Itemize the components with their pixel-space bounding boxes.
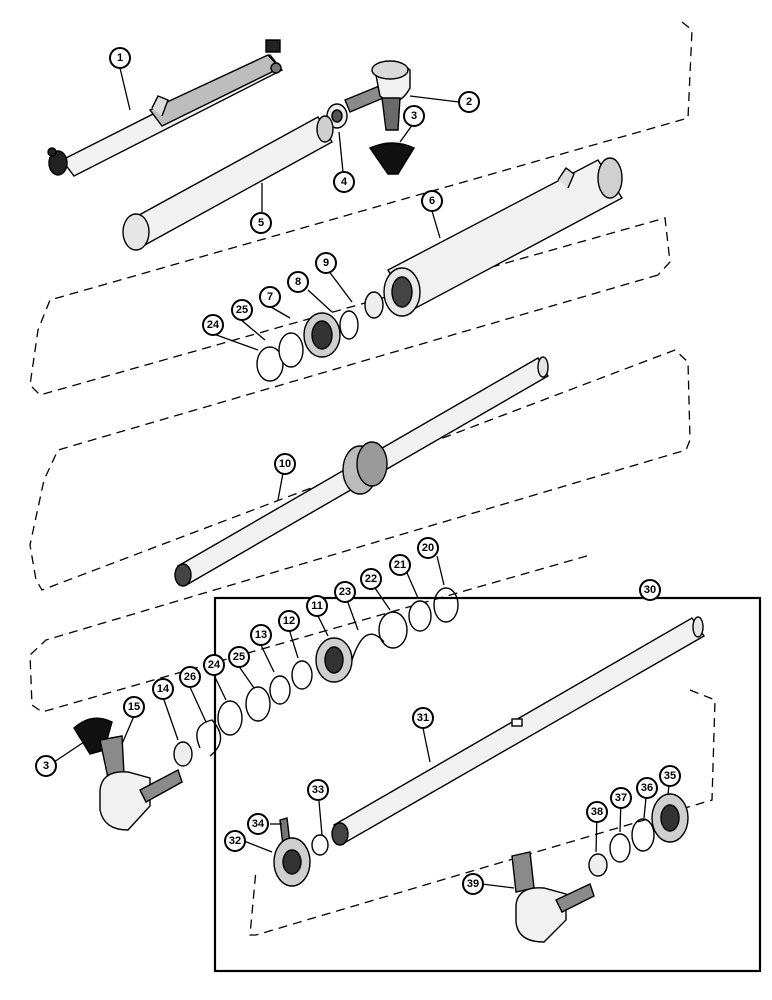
callout-25-upper-label: 25 (236, 304, 248, 316)
callout-9-label: 9 (323, 257, 329, 269)
callout-5-label: 5 (258, 217, 264, 229)
callout-21: 21 (389, 554, 411, 576)
callout-37: 37 (610, 787, 632, 809)
part-31-rod (331, 616, 705, 846)
leader-lines (53, 67, 671, 889)
callout-6: 6 (421, 190, 443, 212)
callout-1: 1 (109, 47, 131, 69)
parts-32-33-34 (273, 817, 329, 887)
callout-26: 26 (179, 666, 201, 688)
callout-2: 2 (458, 91, 480, 113)
callout-22: 22 (360, 568, 382, 590)
callout-12: 12 (278, 610, 300, 632)
callout-24-lower: 24 (203, 654, 225, 676)
callout-4-label: 4 (341, 176, 348, 188)
callout-39-label: 39 (467, 878, 479, 890)
callout-12-label: 12 (283, 615, 295, 627)
callout-32: 32 (224, 830, 246, 852)
callout-35-label: 35 (664, 770, 676, 782)
callout-20-label: 20 (422, 542, 434, 554)
callout-1-label: 1 (117, 52, 123, 64)
callout-15: 15 (123, 696, 145, 718)
callout-33-label: 33 (312, 784, 324, 796)
callout-24-upper-label: 24 (207, 319, 220, 331)
callout-8: 8 (287, 271, 309, 293)
callout-36: 36 (636, 777, 658, 799)
callout-3-top: 3 (403, 105, 425, 127)
part-10-piston-rod (174, 356, 549, 587)
callout-14: 14 (152, 678, 174, 700)
callout-23-label: 23 (339, 586, 351, 598)
callout-10: 10 (274, 453, 296, 475)
callout-30-label: 30 (644, 584, 656, 596)
callout-14-label: 14 (157, 683, 170, 695)
callout-30: 30 (639, 579, 661, 601)
callout-2-label: 2 (466, 96, 472, 108)
part-6-cylinder-barrel (383, 157, 623, 317)
callout-32-label: 32 (229, 835, 241, 847)
callout-24-lower-label: 24 (208, 659, 221, 671)
callout-39: 39 (462, 873, 484, 895)
callout-5: 5 (250, 212, 272, 234)
callout-6-label: 6 (429, 195, 435, 207)
callout-22-label: 22 (365, 573, 377, 585)
callout-26-label: 26 (184, 671, 196, 683)
callout-35: 35 (659, 765, 681, 787)
kit-30-boundary (213, 596, 762, 973)
parts-35-to-39 (511, 793, 689, 943)
callout-13-label: 13 (255, 629, 267, 641)
callout-23: 23 (334, 581, 356, 603)
callout-4: 4 (333, 171, 355, 193)
part-1-steering-cylinder-assembly (47, 39, 284, 177)
callout-3-top-label: 3 (411, 110, 417, 122)
callout-34-label: 34 (252, 818, 265, 830)
callout-31-label: 31 (417, 712, 429, 724)
upper-seal-stack (256, 291, 384, 382)
callout-13: 13 (250, 624, 272, 646)
callout-31: 31 (412, 707, 434, 729)
lower-seal-stack (173, 587, 459, 767)
callout-9: 9 (315, 252, 337, 274)
callout-24-upper: 24 (202, 314, 224, 336)
part-3-dust-boot-top (368, 142, 416, 175)
callout-21-label: 21 (394, 559, 406, 571)
callout-11-label: 11 (311, 600, 323, 612)
callout-7: 7 (259, 286, 281, 308)
callout-20: 20 (417, 537, 439, 559)
callout-15-label: 15 (128, 701, 140, 713)
callout-38-label: 38 (591, 806, 603, 818)
callout-3-lower-label: 3 (43, 760, 49, 772)
part-5-cylinder-tube (122, 115, 334, 251)
callout-25-lower-label: 25 (233, 651, 245, 663)
callout-33: 33 (307, 779, 329, 801)
callout-10-label: 10 (279, 458, 291, 470)
callout-3-lower: 3 (35, 755, 57, 777)
callout-38: 38 (586, 801, 608, 823)
callout-34: 34 (247, 813, 269, 835)
callout-8-label: 8 (295, 276, 301, 288)
part-2-tie-rod-end (344, 60, 411, 131)
callout-37-label: 37 (615, 792, 627, 804)
assembly-boundary-lines (29, 21, 716, 936)
callout-25-upper: 25 (231, 299, 253, 321)
callout-11: 11 (306, 595, 328, 617)
callout-36-label: 36 (641, 782, 653, 794)
callout-25-lower: 25 (228, 646, 250, 668)
part-15-tie-rod-end (99, 735, 183, 831)
callout-7-label: 7 (267, 291, 273, 303)
